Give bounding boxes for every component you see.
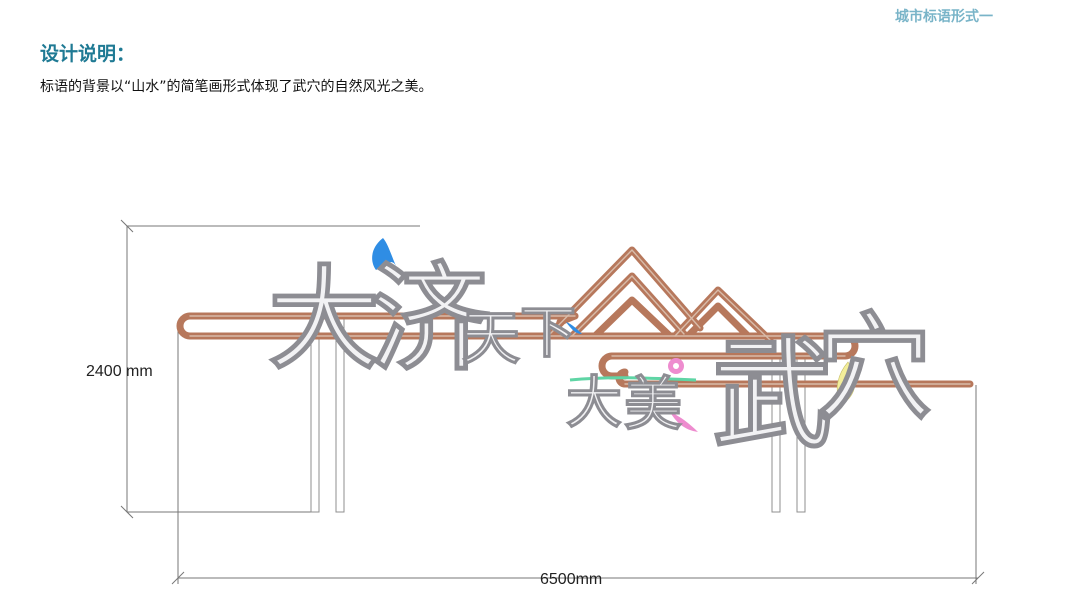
height-dimension-label: 2400 mm [86, 363, 153, 380]
slogan-char-4: 下 [520, 300, 576, 366]
decorative-accents [372, 238, 856, 432]
slogan-char-5: 大 [566, 370, 622, 436]
yellow-leaf [836, 361, 856, 405]
slogan-char-1: 大 [268, 254, 380, 385]
mountain-rail-frame [176, 246, 974, 388]
section-heading: 设计说明： [40, 43, 136, 65]
blue-crescent-left [372, 238, 396, 270]
design-description: 标语的背景以“山水”的简笔画形式体现了武穴的自然风光之美。 [40, 79, 433, 95]
page-label: 城市标语形式一 [895, 9, 993, 25]
pink-leaf [670, 412, 698, 432]
slogan-char-6: 美 [624, 370, 682, 438]
slogan-char-7: 武 [712, 324, 832, 465]
slogan-calligraphy: 大 济 天 下 大 美 武 穴 [267, 248, 932, 465]
slogan-char-2: 济 [370, 249, 489, 388]
slogan-char-3: 天 [462, 304, 520, 372]
blue-crescent-right [566, 322, 582, 334]
width-dimension-label: 6500mm [540, 571, 602, 588]
dimension-lines [120, 219, 985, 585]
green-brush-stroke [569, 376, 697, 382]
slogan-char-8: 穴 [816, 300, 932, 436]
